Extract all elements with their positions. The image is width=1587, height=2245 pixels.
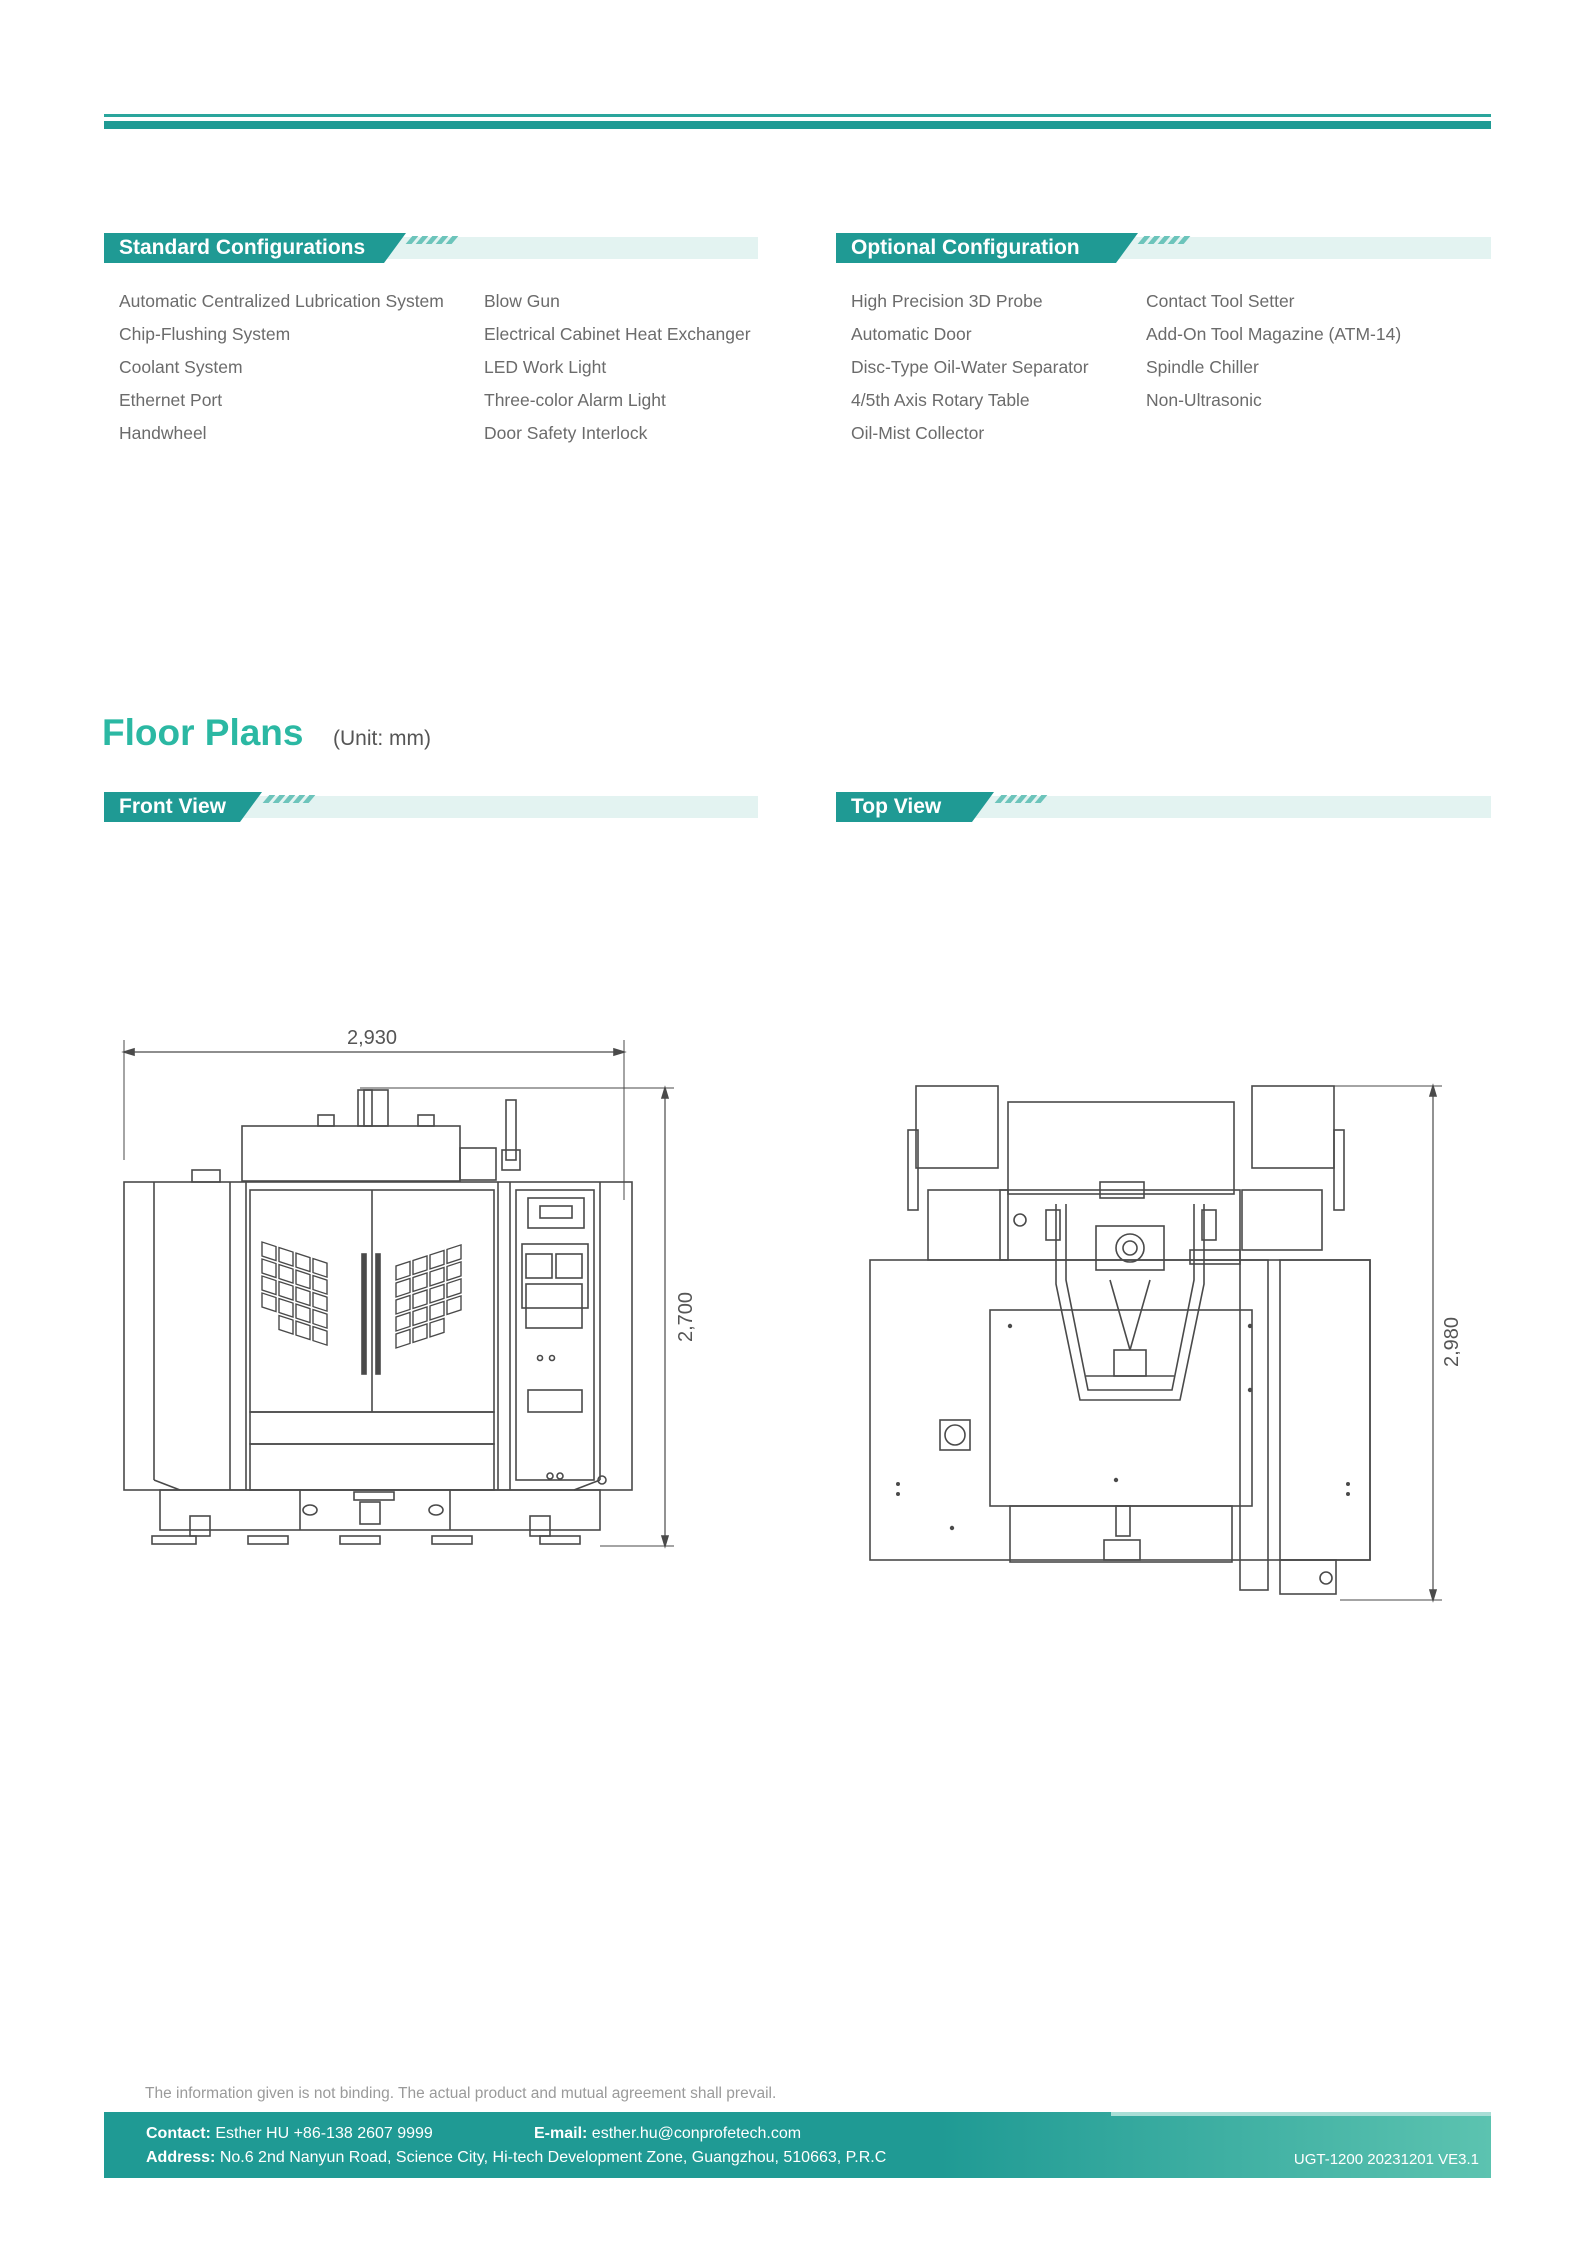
floor-plans-unit: (Unit: mm) bbox=[333, 727, 431, 750]
email-label: E-mail: bbox=[534, 2125, 588, 2142]
front-width-label: 2,930 bbox=[347, 1027, 397, 1049]
header-rule-thin bbox=[104, 114, 1491, 117]
optional-config-header: Optional Configuration bbox=[836, 233, 1491, 263]
list-item: Disc-Type Oil-Water Separator bbox=[851, 357, 1089, 377]
list-item: 4/5th Axis Rotary Table bbox=[851, 390, 1030, 410]
list-item: Contact Tool Setter bbox=[1146, 291, 1295, 311]
top-depth-label: 2,980 bbox=[1441, 1317, 1460, 1367]
contact-value: Esther HU +86-138 2607 9999 bbox=[215, 2125, 433, 2142]
standard-config-header: Standard Configurations bbox=[104, 233, 758, 263]
standard-list-col2: Blow Gun Electrical Cabinet Heat Exchang… bbox=[484, 285, 751, 450]
address-value: No.6 2nd Nanyun Road, Science City, Hi-t… bbox=[219, 2149, 887, 2166]
list-item: High Precision 3D Probe bbox=[851, 291, 1043, 311]
floor-plans-title: Floor Plans bbox=[102, 712, 304, 753]
list-item: Blow Gun bbox=[484, 291, 560, 311]
email-link[interactable]: esther.hu@conprofetech.com bbox=[591, 2125, 802, 2142]
list-item: Oil-Mist Collector bbox=[851, 423, 985, 443]
footer-cap-accent bbox=[1111, 2112, 1491, 2116]
optional-list-col1: High Precision 3D Probe Automatic Door D… bbox=[851, 285, 1089, 450]
list-item: Electrical Cabinet Heat Exchanger bbox=[484, 324, 751, 344]
front-view-header: Front View bbox=[104, 792, 758, 822]
optional-list-col2: Contact Tool Setter Add-On Tool Magazine… bbox=[1146, 285, 1401, 417]
standard-list-col1: Automatic Centralized Lubrication System… bbox=[119, 285, 444, 450]
footer-email: E-mail: esther.hu@conprofetech.com bbox=[534, 2125, 801, 2143]
list-item: Handwheel bbox=[119, 423, 207, 443]
list-item: Automatic Centralized Lubrication System bbox=[119, 291, 444, 311]
list-item: Non-Ultrasonic bbox=[1146, 390, 1262, 410]
footer-address: Address: No.6 2nd Nanyun Road, Science C… bbox=[146, 2149, 886, 2167]
header-rule-thick bbox=[104, 121, 1491, 129]
list-item: Add-On Tool Magazine (ATM-14) bbox=[1146, 324, 1402, 344]
footer-bar: Contact: Esther HU +86-138 2607 9999 E-m… bbox=[104, 2106, 1491, 2178]
front-view-title: Front View bbox=[104, 792, 262, 822]
footer-cap bbox=[1111, 2106, 1491, 2114]
top-view-header: Top View bbox=[836, 792, 1491, 822]
top-view-title: Top View bbox=[836, 792, 994, 822]
list-item: Three-color Alarm Light bbox=[484, 390, 666, 410]
list-item: Spindle Chiller bbox=[1146, 357, 1259, 377]
top-view-drawing: 2,980 bbox=[869, 1083, 1460, 1603]
list-item: LED Work Light bbox=[484, 357, 607, 377]
list-item: Automatic Door bbox=[851, 324, 972, 344]
contact-label: Contact: bbox=[146, 2125, 211, 2142]
disclaimer: The information given is not binding. Th… bbox=[145, 2085, 777, 2102]
list-item: Coolant System bbox=[119, 357, 243, 377]
list-item: Door Safety Interlock bbox=[484, 423, 648, 443]
standard-config-title: Standard Configurations bbox=[104, 233, 406, 263]
list-item: Chip-Flushing System bbox=[119, 324, 291, 344]
optional-config-title: Optional Configuration bbox=[836, 233, 1138, 263]
front-view-drawing: 2,930 2,700 bbox=[121, 1027, 697, 1549]
footer-contact: Contact: Esther HU +86-138 2607 9999 bbox=[146, 2125, 433, 2143]
doc-code: UGT-1200 20231201 VE3.1 bbox=[1293, 2151, 1479, 2168]
front-height-label: 2,700 bbox=[675, 1292, 697, 1342]
list-item: Ethernet Port bbox=[119, 390, 223, 410]
address-label: Address: bbox=[146, 2149, 216, 2166]
